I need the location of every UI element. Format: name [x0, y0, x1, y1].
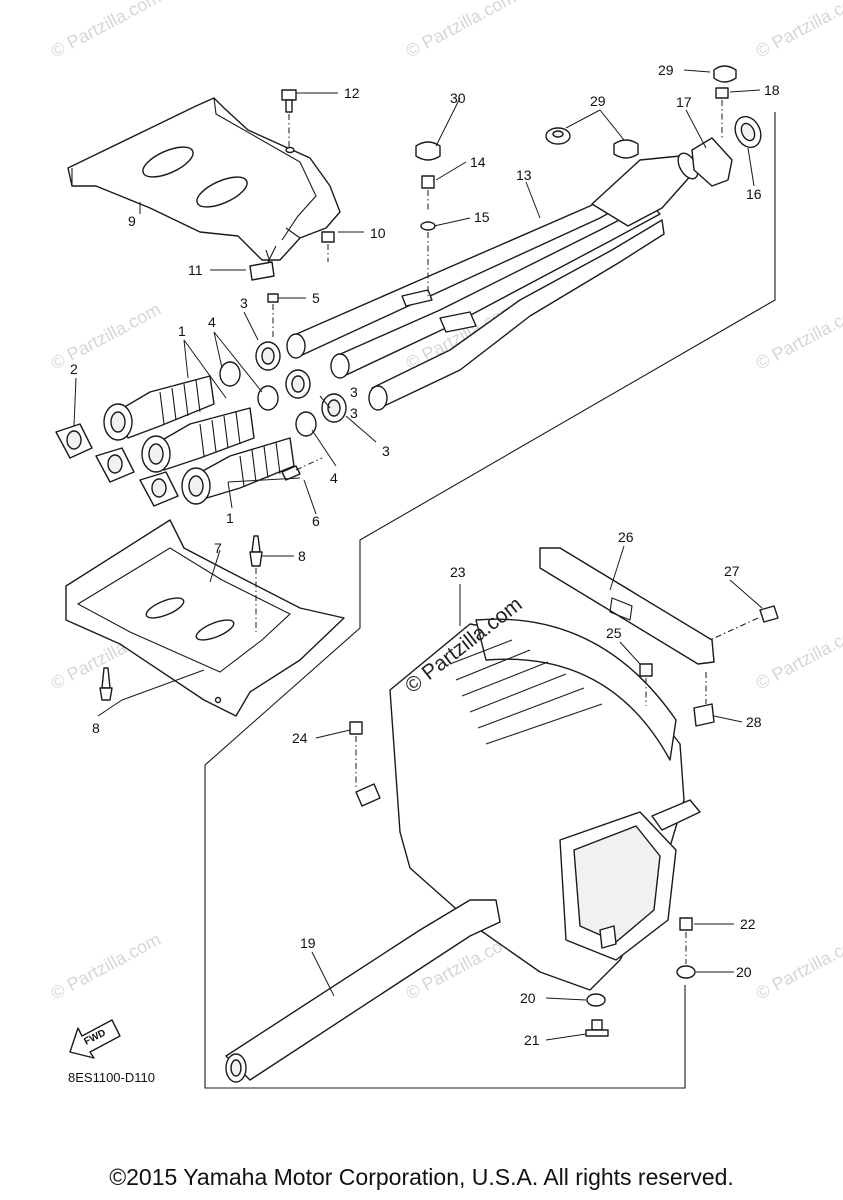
exhaust-pipe-assembly [286, 152, 699, 411]
callout-19: 19 [300, 935, 316, 951]
callout-9: 9 [128, 213, 136, 229]
rivets-8 [99, 535, 263, 701]
muffler [355, 618, 701, 991]
callout-21: 21 [524, 1032, 540, 1048]
callout-24: 24 [292, 730, 308, 746]
bolt-22 [679, 917, 693, 964]
callout-20: 20 [520, 990, 536, 1006]
watermark: © Partzilla.com [752, 929, 843, 1004]
bellows-pipes [103, 375, 295, 505]
callout-10: 10 [370, 225, 386, 241]
callout-8: 8 [298, 548, 306, 564]
callout-3: 3 [350, 405, 358, 421]
upper-heat-shield [67, 97, 341, 263]
muffler-bracket-26 [539, 547, 715, 665]
callout-2: 2 [70, 361, 78, 377]
copyright-notice: ©2015 Yamaha Motor Corporation, U.S.A. A… [109, 1164, 734, 1190]
section-outline [204, 112, 776, 1089]
callout-18: 18 [764, 82, 780, 98]
callout-3: 3 [382, 443, 390, 459]
collars-20 [586, 965, 696, 1007]
bolt-24 [349, 721, 363, 788]
callout-1: 1 [178, 323, 186, 339]
callout-leaders [73, 69, 763, 1041]
callout-4: 4 [330, 470, 338, 486]
bolt-27 [709, 605, 779, 641]
grommets [415, 127, 639, 161]
diagram-code: 8ES1100-D110 [68, 1070, 155, 1085]
callout-3: 3 [350, 384, 358, 400]
callout-16: 16 [746, 186, 762, 202]
bolt-10 [321, 231, 335, 262]
callout-12: 12 [344, 85, 360, 101]
bolt-14-washer-15 [420, 175, 436, 296]
watermark: © Partzilla.com [47, 0, 163, 62]
watermark: © Partzilla.com [47, 299, 163, 374]
callout-4: 4 [208, 314, 216, 330]
watermark: © Partzilla.com [47, 929, 163, 1004]
callout-3: 3 [240, 295, 248, 311]
callout-28: 28 [746, 714, 762, 730]
callout-15: 15 [474, 209, 490, 225]
rear-bracket-group [691, 65, 762, 187]
callout-29: 29 [590, 93, 606, 109]
watermark: © Partzilla.com [752, 0, 843, 62]
callout-14: 14 [470, 154, 486, 170]
callout-8: 8 [92, 720, 100, 736]
callout-29: 29 [658, 62, 674, 78]
callout-23: 23 [450, 564, 466, 580]
watermark: © Partzilla.com [752, 299, 843, 374]
watermark: © Partzilla.com [752, 619, 843, 694]
callout-numbers: 12 9 10 11 5 3 1 4 2 3 3 3 4 1 6 30 14 1… [70, 62, 780, 1048]
bracket-11 [249, 249, 275, 281]
callout-26: 26 [618, 529, 634, 545]
lower-heat-shield [65, 519, 345, 717]
bolt-12 [281, 89, 297, 154]
clamps-and-gaskets [219, 341, 347, 437]
callout-20: 20 [736, 964, 752, 980]
bolt-25 [639, 663, 653, 706]
tail-pipe [225, 899, 501, 1083]
callout-22: 22 [740, 916, 756, 932]
bolt-6 [281, 457, 323, 481]
flange-gaskets [55, 423, 179, 507]
callout-17: 17 [676, 94, 692, 110]
callout-25: 25 [606, 625, 622, 641]
callout-1: 1 [226, 510, 234, 526]
callout-13: 13 [516, 167, 532, 183]
fwd-arrow: FWD [69, 1019, 121, 1059]
bolt-21 [585, 1019, 609, 1037]
callout-7: 7 [214, 540, 222, 556]
watermark: © Partzilla.com [402, 0, 518, 62]
bolt-5 [267, 293, 279, 340]
callout-5: 5 [312, 290, 320, 306]
callout-27: 27 [724, 563, 740, 579]
callout-11: 11 [188, 262, 203, 278]
clip-28 [693, 672, 715, 727]
callout-30: 30 [450, 90, 466, 106]
callout-6: 6 [312, 513, 320, 529]
